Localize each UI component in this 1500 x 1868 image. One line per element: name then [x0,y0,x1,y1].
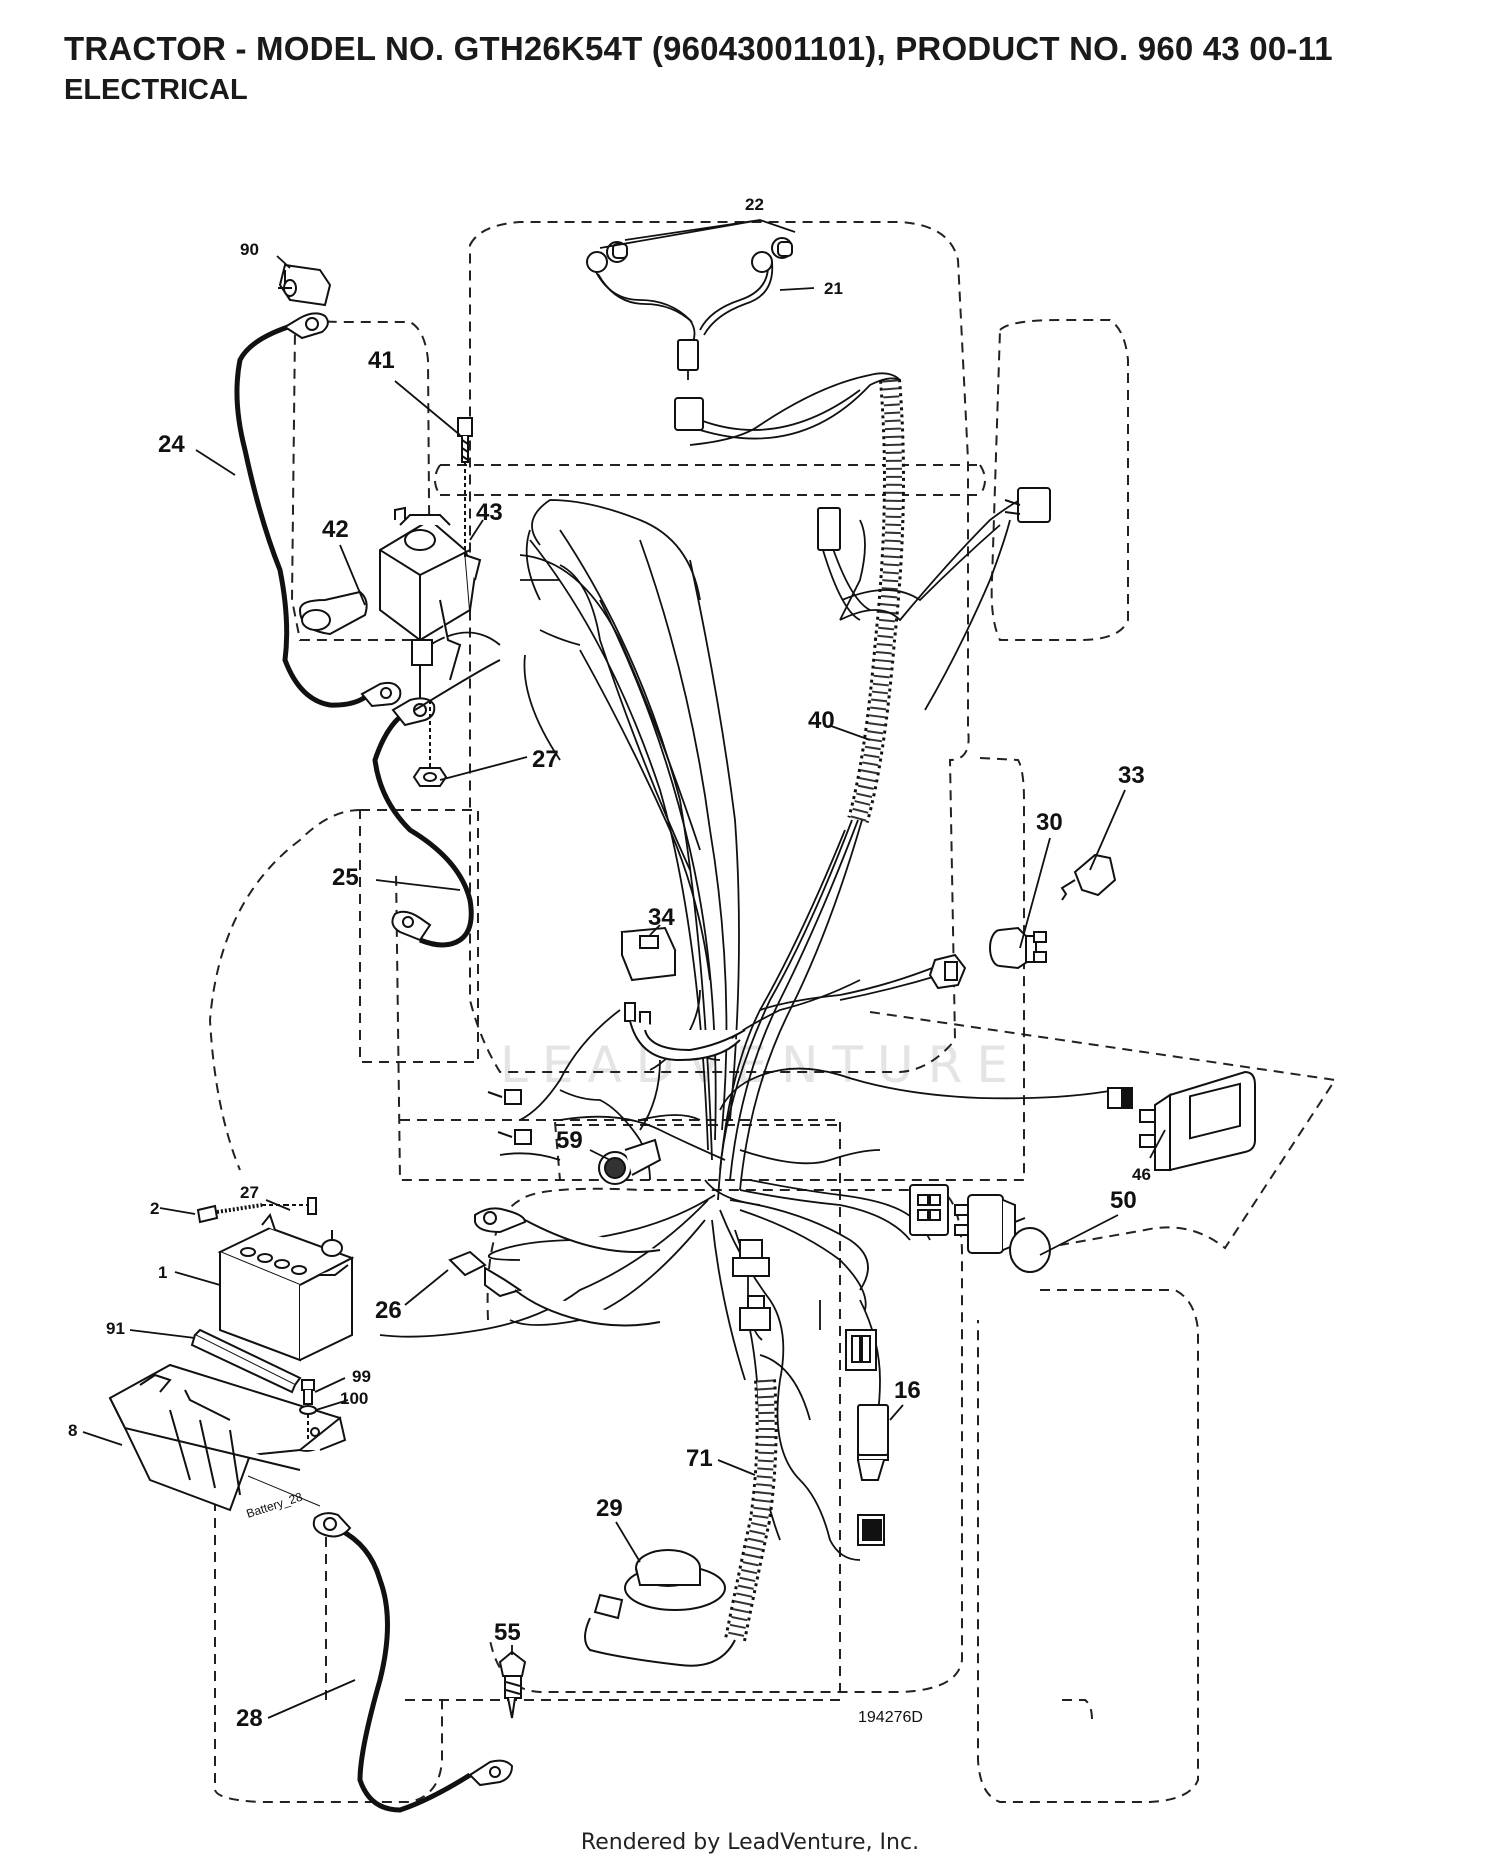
hour-meter-46 [1107,1070,1256,1172]
bolt-55 [498,1650,527,1719]
leader-lines [82,219,1166,1719]
headlight-bulbs [586,237,793,273]
callout-99: 99 [352,1367,371,1386]
battery-caption: Battery_28 [245,1490,305,1521]
rocker-switch-34 [620,926,746,1062]
seat-switch-29 [593,1549,726,1620]
callout-22: 22 [745,195,764,214]
callout-34: 34 [648,904,675,931]
callout-46: 46 [1132,1165,1151,1184]
callout-71: 71 [686,1445,713,1472]
light-switch-59 [598,1138,662,1185]
ring-terminals-24 [283,312,402,708]
callout-16: 16 [894,1377,921,1404]
ring-terminals-28 [312,1512,514,1787]
ground-lead-26 [448,1207,661,1327]
callout-40: 40 [808,707,835,734]
callout-42: 42 [322,516,349,543]
nut-27 [412,700,448,787]
terminal-boot [298,590,368,636]
conduit-71 [584,1379,778,1667]
callout-100: 100 [340,1389,368,1408]
callout-2: 2 [150,1199,159,1218]
callout-30: 30 [1036,809,1063,836]
part-90 [278,263,332,307]
callout-26: 26 [375,1297,402,1324]
callout-91: 91 [106,1319,125,1338]
callout-24: 24 [158,431,185,458]
page-title: TRACTOR - MODEL NO. GTH26K54T (960430011… [64,30,1333,67]
key-33 [1060,853,1117,901]
callout-43: 43 [476,499,503,526]
callout-41: 41 [368,347,395,374]
starter-solenoid [379,506,482,700]
hold-down-strap-91 [190,1328,302,1394]
callout-1: 1 [158,1263,167,1282]
screw-99 [299,1379,317,1440]
callout-27-nut: 27 [532,746,559,773]
battery-cable-25 [372,715,474,948]
ignition-switch-30 [928,926,1047,990]
bolt-41 [457,417,473,560]
battery-1 [217,1212,355,1362]
callout-55: 55 [494,1619,521,1646]
callout-28: 28 [236,1705,263,1732]
callout-90: 90 [240,240,259,259]
connector-16 [857,1404,889,1456]
drawing-number: 194276D [858,1709,923,1726]
harness-connector-top [674,339,1051,551]
callout-33: 33 [1118,762,1145,789]
rendered-by-footer: Rendered by LeadVenture, Inc. [580,1830,920,1855]
callout-59: 59 [556,1127,583,1154]
page-subtitle: ELECTRICAL [64,74,248,106]
battery-tray-8 [108,1363,347,1512]
callout-21: 21 [824,279,843,298]
battery-cable-24 [234,324,370,708]
wiring-harness-conduit [847,379,905,823]
pto-switch-50 [909,1184,1051,1273]
connectors-lower [487,1089,889,1546]
tractor-outline [208,221,1337,1803]
callout-8: 8 [68,1421,77,1440]
callout-29: 29 [596,1495,623,1522]
ring-terminals-25 [391,659,501,942]
headlight-harness [594,261,901,621]
callout-25: 25 [332,864,359,891]
callout-50: 50 [1110,1187,1137,1214]
battery-bolt-2 [196,1197,317,1224]
ground-cable-28 [338,1527,472,1813]
callout-27-battery: 27 [240,1183,259,1202]
